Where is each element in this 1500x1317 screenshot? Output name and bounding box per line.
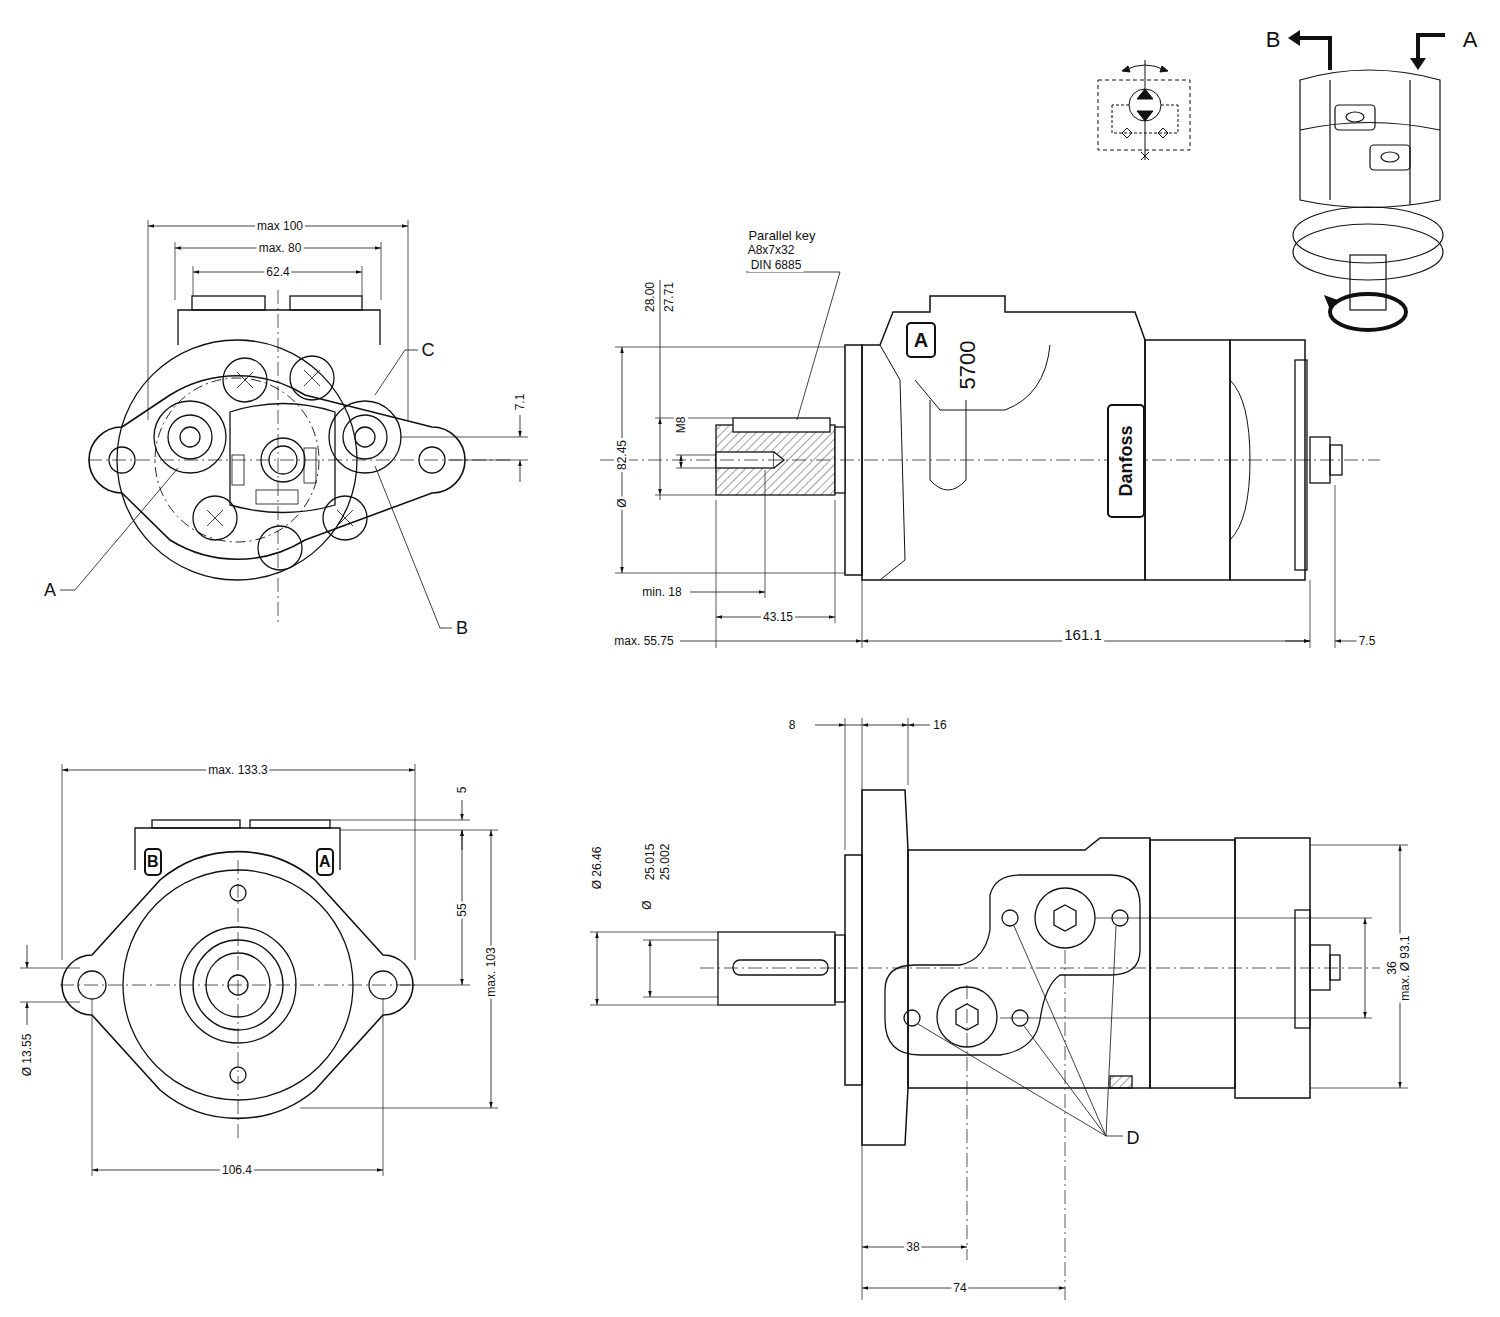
dimension-label: min. 18 [640, 585, 683, 599]
dimension-label: 16 [931, 718, 948, 732]
front-view [60, 220, 528, 628]
marking-text: A [319, 854, 331, 870]
side-view [600, 272, 1380, 648]
callout-letter: B [1264, 28, 1283, 52]
dimension-label: 43.15 [761, 610, 795, 624]
dimension-label: A8x7x32 [746, 243, 797, 257]
dimension-label: max 100 [255, 219, 305, 233]
callout-letter: D [1125, 1128, 1142, 1148]
dimension-label: 7.1 [513, 392, 527, 413]
dimension-label: max. 103 [484, 945, 498, 998]
callout-letter: A [42, 580, 58, 600]
rear-view [20, 764, 498, 1176]
marking-text: Danfoss [1117, 425, 1135, 496]
dimension-label: 82.45 [615, 438, 629, 472]
dimension-label: 74 [951, 1281, 968, 1295]
dimension-label: 106.4 [220, 1163, 254, 1177]
dimension-label: 25.002 [658, 842, 672, 883]
dimension-label: 5 [455, 785, 469, 796]
dimension-label: 55 [455, 901, 469, 918]
dimension-label: max. Ø 93.1 [1398, 933, 1412, 1002]
marking-text: A [914, 330, 928, 350]
iso-sketch [1288, 30, 1445, 330]
boxed-marking: A [906, 322, 936, 358]
dimension-label: Ø 26.46 [590, 845, 604, 892]
dimension-label: DIN 6885 [749, 258, 804, 272]
dimension-label: Ø [640, 898, 654, 911]
marking-text: B [147, 854, 159, 870]
callout-letter: A [1461, 28, 1480, 52]
hydraulic-symbol [1098, 60, 1190, 160]
dimension-label: max. 80 [257, 241, 304, 255]
dimension-label: 27.71 [662, 280, 676, 314]
dimension-label: 8 [787, 718, 798, 732]
dimension-label: 7.5 [1357, 634, 1378, 648]
callout-letter: C [420, 340, 437, 360]
dimension-label: max. 133.3 [206, 763, 269, 777]
callout-letter: B [454, 618, 470, 638]
boxed-marking: B [144, 848, 162, 876]
dimension-label: 5700 [956, 339, 980, 392]
top-view [590, 718, 1408, 1300]
dimension-label: 62.4 [264, 265, 291, 279]
dimension-label: 25.015 [643, 842, 657, 883]
dimension-label: max. 55.75 [612, 634, 675, 648]
dimension-label: Ø 13.55 [20, 1032, 34, 1079]
dimension-label: Ø [615, 496, 629, 509]
dimension-label: 161.1 [1062, 626, 1104, 643]
boxed-marking: A [316, 848, 334, 876]
dimension-label: 28.00 [643, 280, 657, 314]
boxed-marking: Danfoss [1107, 404, 1145, 518]
dimension-label: Parallel key [746, 228, 817, 243]
dimension-label: 36 [1385, 959, 1399, 976]
dimension-label: 38 [904, 1240, 921, 1254]
dimension-label: M8 [674, 415, 688, 436]
